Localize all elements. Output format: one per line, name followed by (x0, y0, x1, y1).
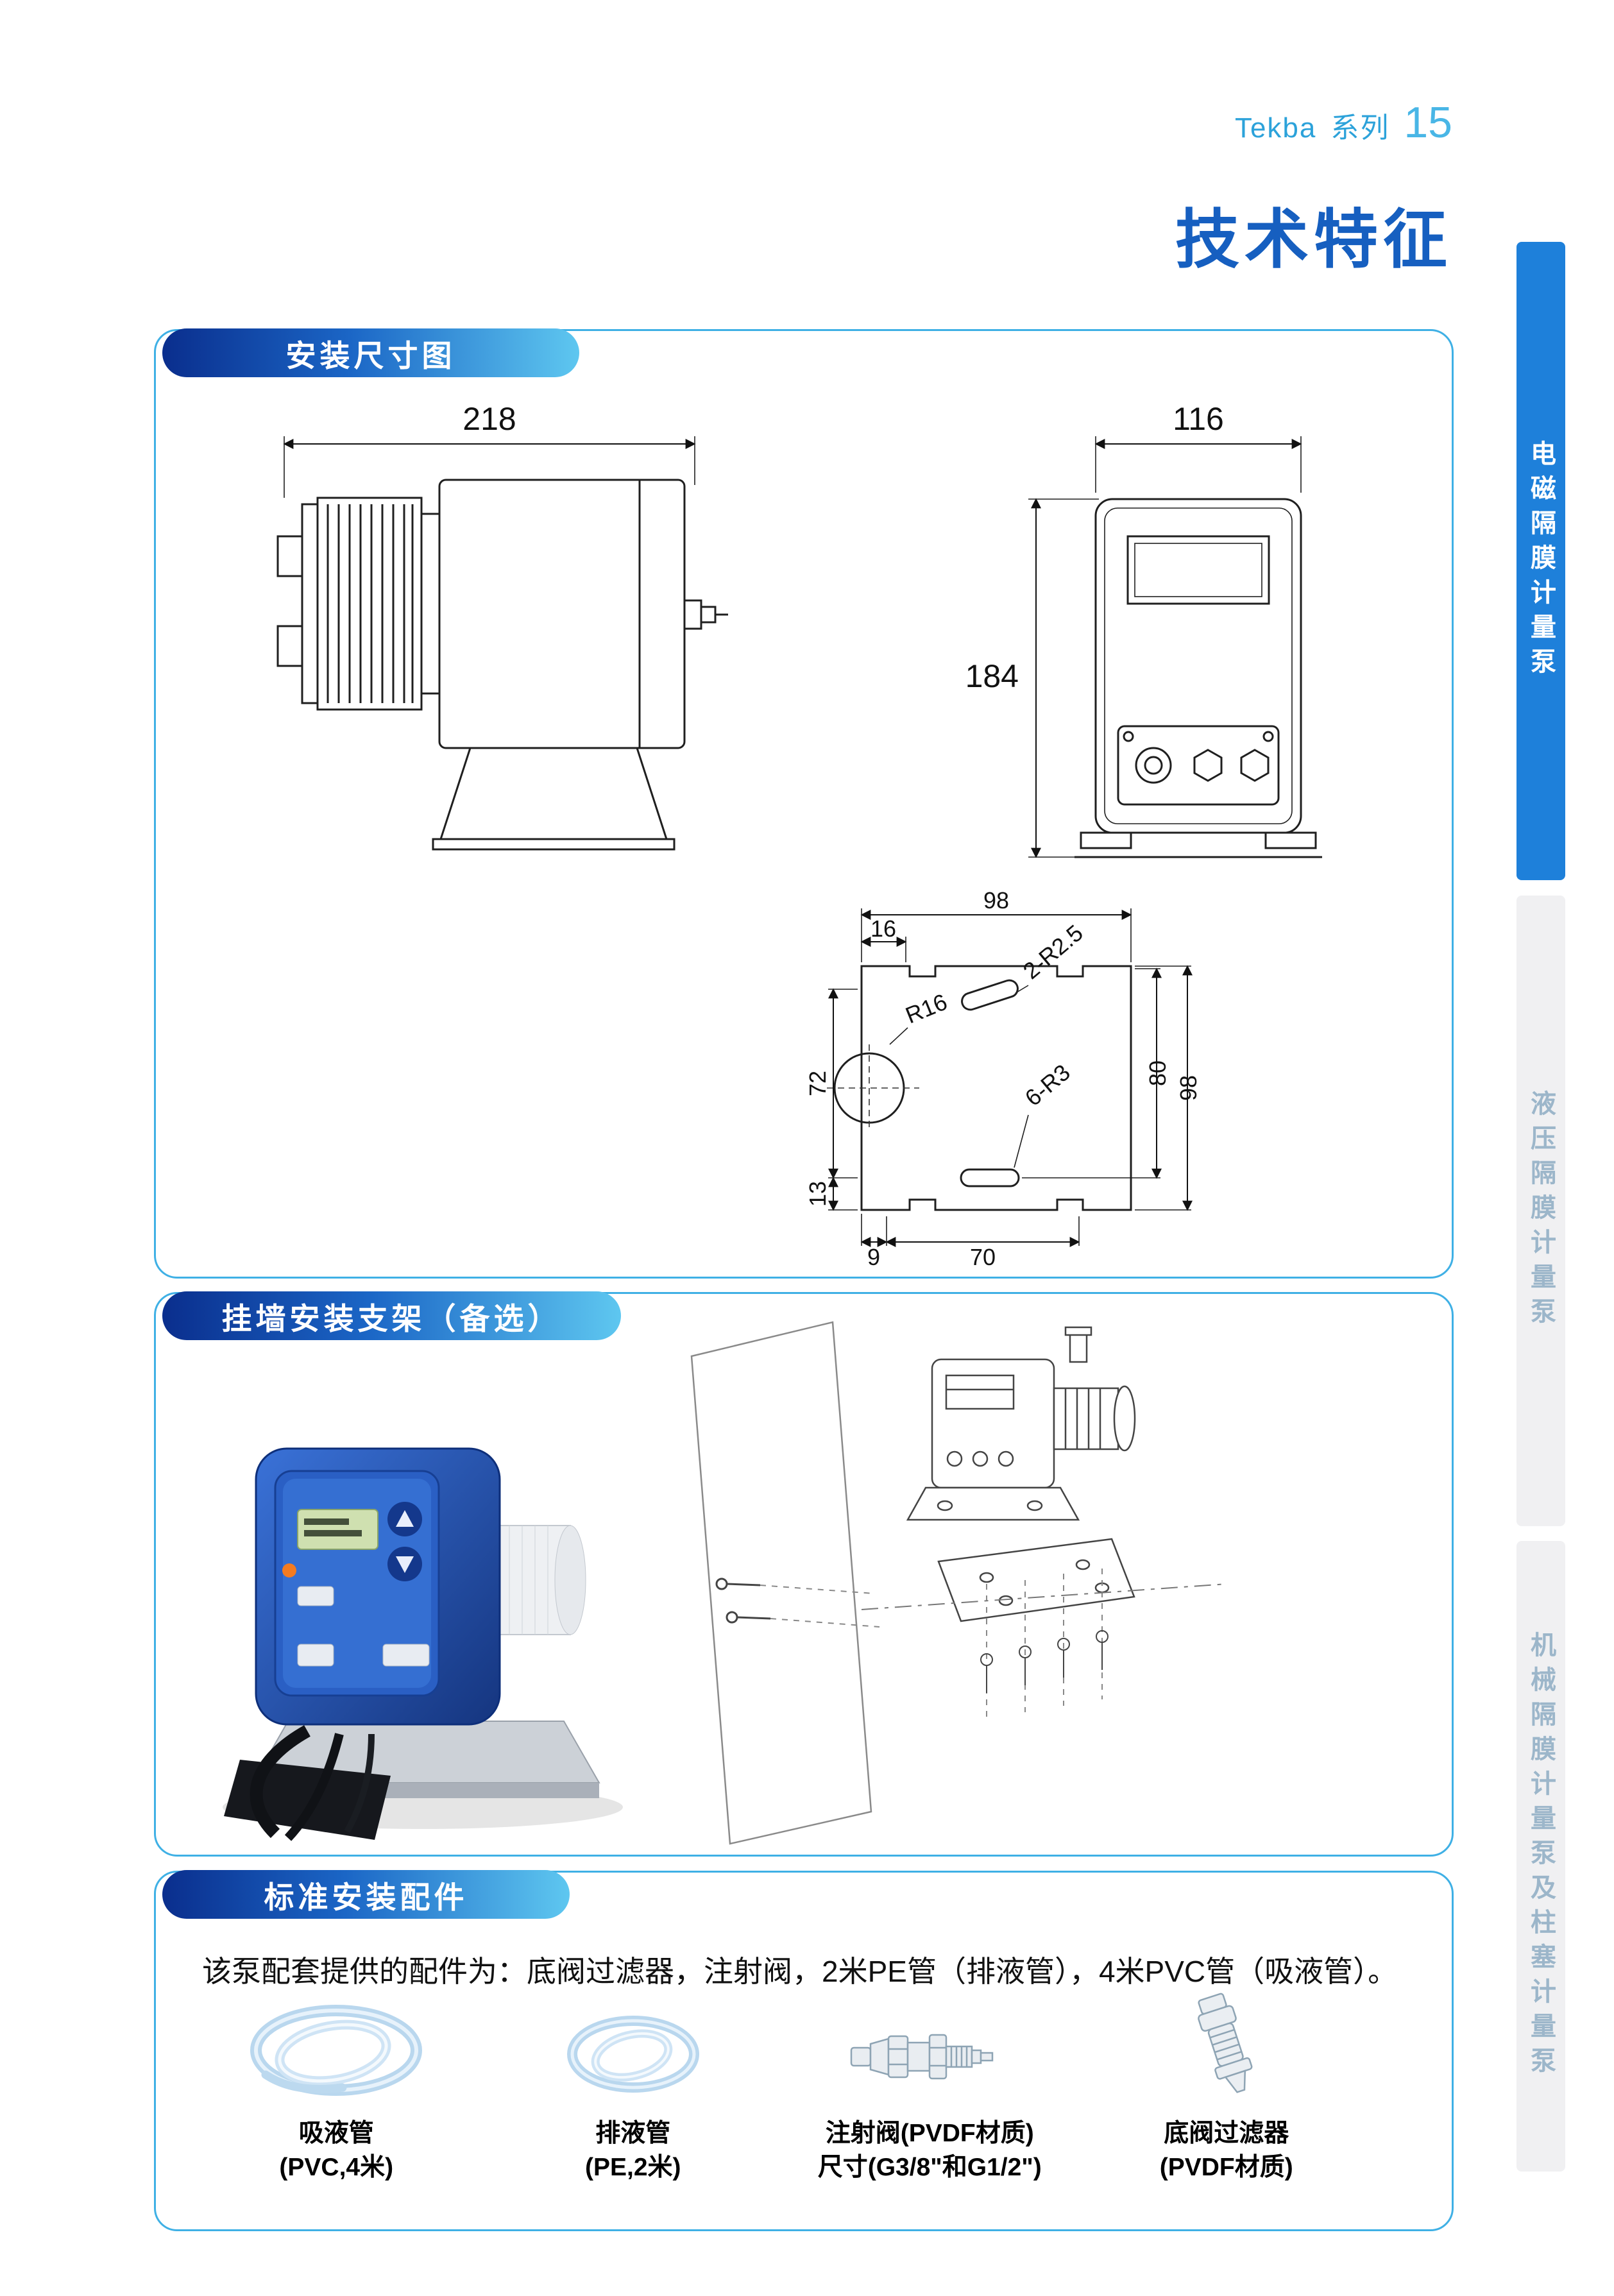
dim-plate-top-offset: 16 (871, 915, 896, 942)
pump-photo (179, 1375, 667, 1850)
section-bracket: 挂墙安装支架（备选） (154, 1291, 1454, 1857)
section-title-pill-bracket: 挂墙安装支架（备选） (162, 1291, 621, 1340)
dim-plate-bottom-offset: 9 (867, 1244, 880, 1270)
sidebar-tab-label: 机械隔膜计量泵及柱塞计量泵 (1527, 1631, 1555, 2082)
dim-side-width: 218 (463, 401, 516, 437)
accessory-name: 底阀过滤器 (1164, 2120, 1289, 2147)
sidebar-tab-mechanical-diaphragm-plunger-pump: 机械隔膜计量泵及柱塞计量泵 (1516, 1541, 1565, 2172)
series-name: Tekba (1234, 112, 1317, 144)
dim-plate-bottom-width: 70 (970, 1244, 996, 1270)
suction-tube-image (230, 1978, 442, 2107)
injection-valve-image (824, 1978, 1035, 2107)
label-hole-radius: R16 (902, 989, 951, 1029)
accessory-item-suction-tube: 吸液管 (PVC,4米) (188, 1978, 485, 2184)
accessory-item-discharge-tube: 排液管 (PE,2米) (485, 1978, 782, 2184)
series-label: 系列 (1330, 112, 1390, 144)
sidebar-tab-solenoid-diaphragm-pump: 电磁隔膜计量泵 (1516, 242, 1565, 880)
label-slot-radius-bottom: 6-R3 (1020, 1059, 1075, 1112)
page-number: 15 (1404, 98, 1452, 147)
pump-side-view-drawing: 218 (276, 401, 728, 851)
section-title: 挂墙安装支架（备选） (221, 1301, 562, 1336)
sidebar-tab-label: 电磁隔膜计量泵 (1527, 439, 1555, 683)
accessory-item-foot-valve: 底阀过滤器 (PVDF材质) (1078, 1978, 1375, 2184)
accessory-item-injection-valve: 注射阀(PVDF材质) 尺寸(G3/8"和G1/2") (781, 1978, 1078, 2184)
mounting-screws (980, 1569, 1109, 1719)
dimension-drawings: 218 (276, 401, 1322, 1270)
sidebar-tab-hydraulic-diaphragm-pump: 液压隔膜计量泵 (1516, 896, 1565, 1526)
wall-panel-outline (690, 1321, 872, 1845)
pump-front-view-drawing: 116 184 (965, 401, 1322, 858)
discharge-tube-image (550, 1978, 717, 2107)
accessory-label: 吸液管 (PVC,4米) (279, 2117, 393, 2184)
page-title: 技术特征 (1175, 204, 1452, 276)
center-line (861, 1583, 1228, 1610)
section-title-pill-dimensions: 安装尺寸图 (162, 328, 579, 377)
section-title: 标准安装配件 (264, 1880, 468, 1914)
dim-plate-left-height: 72 (804, 1071, 831, 1096)
dim-plate-right-inner: 80 (1144, 1060, 1171, 1086)
sidebar-tab-label: 液压隔膜计量泵 (1527, 1089, 1555, 1332)
section-dimensions: 安装尺寸图 218 (154, 328, 1454, 1279)
section-title-pill-accessories: 标准安装配件 (162, 1870, 570, 1919)
accessory-name: 排液管 (595, 2120, 671, 2147)
bracket-installation-drawing (663, 1308, 1240, 1847)
pump-line-art (906, 1326, 1136, 1622)
wall-anchor-screws (715, 1577, 880, 1628)
dim-plate-right-total: 98 (1175, 1075, 1202, 1101)
accessory-name: 注射阀(PVDF材质) (825, 2120, 1034, 2147)
section-title: 安装尺寸图 (285, 338, 456, 373)
accessory-list: 吸液管 (PVC,4米) 排液管 (188, 1978, 1375, 2184)
accessories-description: 该泵配套提供的配件为：底阀过滤器，注射阀，2米PE管（排液管），4米PVC管（吸… (202, 1955, 1398, 1988)
label-slot-radius-top: 2-R2.5 (1018, 919, 1088, 984)
accessory-label: 注射阀(PVDF材质) 尺寸(G3/8"和G1/2") (818, 2117, 1042, 2184)
accessory-spec: 尺寸(G3/8"和G1/2") (817, 2153, 1042, 2181)
accessory-spec: (PVDF材质) (1159, 2153, 1293, 2181)
dim-plate-left-bottom: 13 (804, 1181, 831, 1207)
dim-plate-top-total: 98 (983, 887, 1009, 914)
dim-front-width: 116 (1173, 401, 1224, 437)
mounting-plate-drawing: R16 2-R2.5 6-R3 98 16 72 13 (804, 887, 1202, 1270)
accessory-name: 吸液管 (298, 2120, 374, 2147)
accessory-spec: (PE,2米) (584, 2153, 681, 2181)
foot-valve-filter-image (1150, 1978, 1304, 2107)
accessory-label: 排液管 (PE,2米) (585, 2117, 681, 2184)
series-line: Tekba 系列 15 (1235, 98, 1452, 148)
dim-front-height: 184 (965, 658, 1019, 694)
accessory-spec: (PVC,4米) (279, 2153, 394, 2181)
accessory-label: 底阀过滤器 (PVDF材质) (1160, 2117, 1293, 2184)
section-accessories: 标准安装配件 该泵配套提供的配件为：底阀过滤器，注射阀，2米PE管（排液管），4… (154, 1870, 1454, 2231)
